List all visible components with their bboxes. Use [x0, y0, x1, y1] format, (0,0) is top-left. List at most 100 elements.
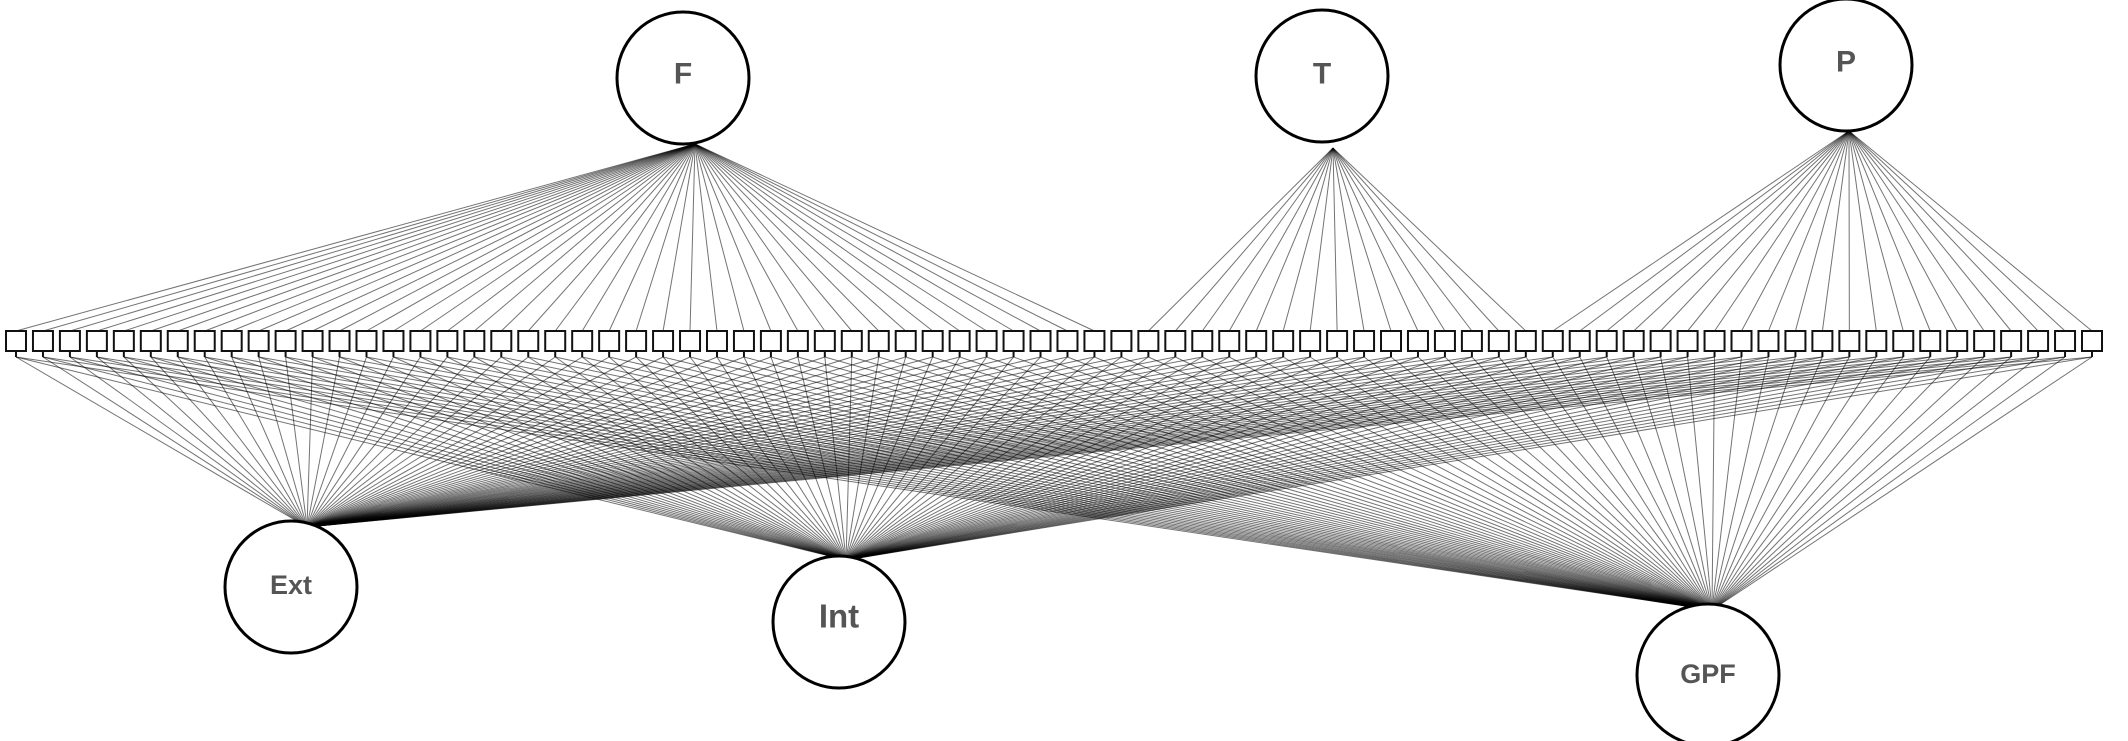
loading-path-int [716, 356, 847, 561]
indicator-box [1110, 330, 1133, 352]
loading-path-gpf [1711, 356, 1904, 611]
loading-path-gpf [339, 356, 1713, 611]
loading-path-ext [285, 356, 308, 528]
loading-path-p [1552, 130, 1850, 332]
indicator-box [463, 330, 486, 352]
loading-path-p [1687, 130, 1850, 332]
loading-path-ext [306, 356, 772, 528]
loading-path-int [845, 356, 2039, 561]
indicator-box [571, 330, 594, 352]
loading-path-int [285, 356, 847, 561]
loading-path-int [845, 356, 1392, 561]
loading-path-int [845, 356, 1365, 561]
loading-path-int [845, 356, 1553, 561]
indicator-items [5, 330, 2103, 357]
loading-path-p [1606, 130, 1850, 332]
loading-path-t [1332, 147, 1338, 332]
loading-path-t [1332, 147, 1500, 332]
loading-path-f [420, 143, 696, 332]
loading-path-int [845, 356, 1958, 561]
loading-path-ext [42, 356, 308, 528]
loading-path-gpf [1711, 356, 2066, 611]
indicator-box [1649, 330, 1672, 352]
loading-path-gpf [1067, 356, 1713, 611]
indicator-box [2000, 330, 2023, 352]
loading-path-int [420, 356, 847, 561]
loading-path-gpf [1660, 356, 1713, 611]
loading-path-t [1332, 147, 1446, 332]
loading-path-gpf [1711, 356, 1716, 611]
indicator-box [220, 330, 243, 352]
loading-path-f [339, 143, 696, 332]
indicator-box [166, 330, 189, 352]
loading-path-gpf [501, 356, 1713, 611]
loading-path-int [845, 356, 988, 561]
loading-path-gpf [231, 356, 1713, 611]
loading-path-gpf [1282, 356, 1713, 611]
loading-path-gpf [824, 356, 1713, 611]
loading-path-int [845, 356, 1446, 561]
loading-path-int [845, 356, 961, 561]
indicator-box [1730, 330, 1753, 352]
indicator-box [705, 330, 728, 352]
loading-path-ext [306, 356, 1446, 528]
loading-path-f [694, 143, 1068, 332]
indicator-box [58, 330, 81, 352]
loading-path-t [1174, 147, 1334, 332]
factor-t-label: T [1313, 58, 1331, 91]
loading-path-ext [306, 356, 1634, 528]
loading-path-ext [306, 356, 1230, 528]
indicator-box [813, 330, 836, 352]
loading-path-ext [306, 356, 394, 528]
loading-path-p [1633, 130, 1850, 332]
indicator-box [85, 330, 108, 352]
loading-path-int [845, 356, 1526, 561]
loading-path-int [845, 356, 1607, 561]
loading-path-f [204, 143, 696, 332]
indicator-box [2081, 330, 2103, 352]
loading-path-gpf [1711, 356, 2012, 611]
loading-path-gpf [1363, 356, 1713, 611]
loading-path-ext [306, 356, 1338, 528]
indicator-box [1622, 330, 1645, 352]
loading-path-gpf [1498, 356, 1713, 611]
loading-path-t [1332, 147, 1365, 332]
loading-path-ext [306, 356, 1499, 528]
loading-path-gpf [42, 356, 1713, 611]
indicator-box [490, 330, 513, 352]
loading-path-gpf [1606, 356, 1713, 611]
loading-path-ext [306, 356, 1122, 528]
loading-path-ext [177, 356, 308, 528]
loading-path-gpf [743, 356, 1713, 611]
loading-path-f [581, 143, 696, 332]
loading-path-gpf [312, 356, 1713, 611]
loading-path-p [1741, 130, 1850, 332]
loading-path-ext [306, 356, 852, 528]
loading-path-gpf [1229, 356, 1713, 611]
loading-path-f [694, 143, 880, 332]
loading-path-p [1848, 130, 2012, 332]
loading-path-ext [306, 356, 1553, 528]
loading-path-int [797, 356, 847, 561]
factor-f-label: F [674, 58, 692, 91]
indicator-box [5, 330, 27, 352]
loading-path-t [1282, 147, 1334, 332]
loading-path-int [845, 356, 1688, 561]
loading-path-f [42, 143, 696, 332]
indicator-box [1083, 330, 1106, 352]
loading-path-gpf [1417, 356, 1713, 611]
indicator-box [517, 330, 540, 352]
indicator-box [1218, 330, 1241, 352]
factor-gpf: GPF [1635, 602, 1781, 741]
loading-path-gpf [1255, 356, 1713, 611]
loading-path-p [1848, 130, 1877, 332]
loading-path-p [1848, 130, 1985, 332]
loading-path-ext [306, 356, 1095, 528]
loading-path-t [1228, 147, 1334, 332]
indicator-box [1892, 330, 1915, 352]
loading-path-f [694, 143, 799, 332]
loading-path-f [150, 143, 696, 332]
loading-path-int [501, 356, 847, 561]
indicator-box [1838, 330, 1861, 352]
indicator-box [1433, 330, 1456, 352]
